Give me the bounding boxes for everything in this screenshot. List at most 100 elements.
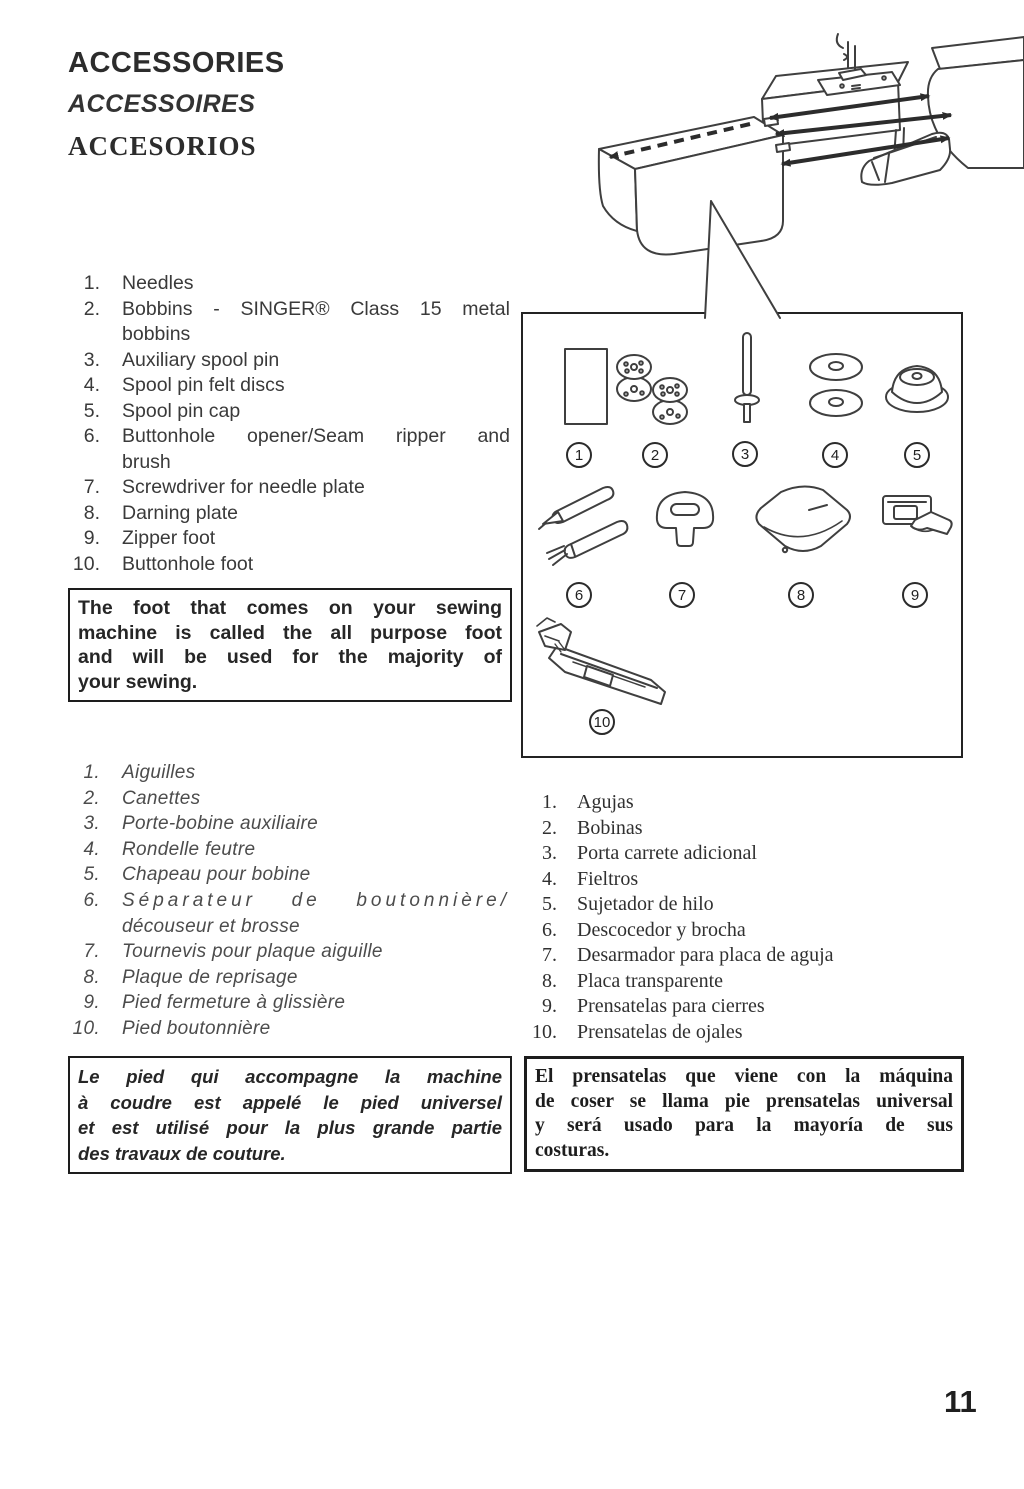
note-line: El prensatelas que viene con la máquina bbox=[535, 1066, 953, 1087]
item-number: 2. bbox=[83, 297, 100, 320]
diagram-label-text: 10 bbox=[593, 713, 611, 731]
list-item: 5. Spool pin cap bbox=[56, 399, 510, 425]
item-number: 7. bbox=[83, 476, 100, 498]
screwdriver-icon bbox=[655, 491, 715, 547]
item-number: 2. bbox=[542, 816, 557, 839]
item-text: Prensatelas de ojales bbox=[577, 1020, 743, 1043]
item-text: Plaque de reprisage bbox=[122, 966, 298, 988]
item-number: 3. bbox=[83, 813, 100, 835]
item-number: 5. bbox=[542, 893, 557, 915]
item-text: Placa transparente bbox=[577, 969, 724, 992]
diagram-label-10: 10 bbox=[589, 709, 615, 735]
item-text: Auxiliary spool pin bbox=[122, 348, 280, 371]
list-item: 6.Séparateur de boutonnière/découseur et… bbox=[56, 888, 510, 939]
item-number: 5. bbox=[83, 399, 100, 422]
item-number: 1. bbox=[542, 791, 557, 813]
note-line: machine is called the all purpose foot bbox=[78, 621, 502, 644]
diagram-label-3: 3 bbox=[732, 441, 758, 467]
item-text: Buttonhole foot bbox=[122, 552, 254, 575]
presser-foot bbox=[835, 33, 867, 81]
diagram-label-text: 3 bbox=[740, 445, 750, 463]
diagram-label-1: 1 bbox=[566, 442, 592, 468]
item-text: Spool pin felt discs bbox=[122, 374, 285, 396]
list-item: 10. Buttonhole foot bbox=[56, 552, 510, 578]
list-item: 2. Bobinas bbox=[515, 816, 965, 842]
item-text: Pied fermeture à glissière bbox=[122, 992, 346, 1014]
note-line: your sewing. bbox=[78, 670, 198, 693]
diagram-label-2: 2 bbox=[642, 442, 668, 468]
spanish-note-box: El prensatelas que viene con la máquina … bbox=[524, 1056, 964, 1172]
note-line: and will be used for the majority of bbox=[78, 646, 502, 668]
diagram-label-text: 6 bbox=[574, 586, 584, 604]
zipper-foot-icon bbox=[882, 495, 953, 535]
spanish-accessory-list: 1.Agujas 2.Bobinas 3.Porta carrete adici… bbox=[515, 790, 965, 1045]
list-item: 1.Aiguilles bbox=[56, 760, 510, 786]
diagram-label-text: 1 bbox=[574, 446, 584, 464]
list-item: 7. Tournevis pour plaque aiguille bbox=[56, 939, 510, 965]
item-text: Rondelle feutre bbox=[122, 838, 256, 860]
item-text: Zipper foot bbox=[122, 527, 216, 549]
note-line: costuras. bbox=[535, 1139, 610, 1161]
item-number: 7. bbox=[83, 941, 100, 963]
diagram-label-9: 9 bbox=[902, 582, 928, 608]
note-line: Le pied qui accompagne la machine bbox=[78, 1066, 502, 1087]
spool-pin-felt-discs-icon bbox=[809, 353, 863, 417]
item-number: 8. bbox=[83, 966, 100, 988]
item-number: 8. bbox=[83, 501, 100, 524]
list-item: 7.Desarmador para placa de aguja bbox=[515, 943, 965, 969]
item-number: 5. bbox=[83, 864, 100, 886]
item-text: Screwdriver for needle plate bbox=[122, 476, 365, 498]
item-number: 7. bbox=[542, 944, 557, 966]
seam-ripper-and-brush-icon bbox=[538, 486, 629, 566]
list-item: 4.Spool pin felt discs bbox=[56, 373, 510, 399]
item-text: Descocedor y brocha bbox=[577, 918, 746, 941]
item-text: Spool pin cap bbox=[122, 399, 241, 422]
title-block: ACCESSORIES ACCESSOIRES ACCESORIOS bbox=[68, 46, 285, 162]
list-item: 2.Canettes bbox=[56, 786, 510, 812]
item-text: Needles bbox=[122, 272, 194, 294]
list-item: 6.Descocedor y brocha bbox=[515, 918, 965, 944]
list-item: 7. Screwdriver for needle plate bbox=[56, 475, 510, 501]
item-number: 10. bbox=[72, 552, 100, 575]
diagram-label-text: 9 bbox=[910, 586, 920, 604]
item-text: Porte-bobine auxiliaire bbox=[122, 813, 318, 835]
item-text: Fieltros bbox=[577, 867, 639, 890]
item-number: 2. bbox=[83, 787, 100, 809]
item-text: Pied boutonnière bbox=[122, 1017, 271, 1039]
item-number: 6. bbox=[83, 425, 100, 447]
darning-plate-icon bbox=[755, 485, 851, 554]
english-note-box: The foot that comes on your sewing machi… bbox=[68, 588, 512, 702]
item-number: 10. bbox=[72, 1017, 100, 1039]
item-text: Bobinas bbox=[577, 816, 643, 839]
list-item: 4. Fieltros bbox=[515, 867, 965, 893]
item-number: 4. bbox=[542, 867, 557, 890]
page-number: 11 bbox=[944, 1384, 977, 1419]
item-number: 3. bbox=[542, 842, 557, 864]
list-item: 10. Pied boutonnière bbox=[56, 1016, 510, 1042]
item-text: Chapeau pour bobine bbox=[122, 864, 311, 886]
removal-direction-arrows bbox=[608, 93, 953, 167]
bobbins-icon bbox=[616, 354, 688, 425]
diagram-label-5: 5 bbox=[904, 442, 930, 468]
item-text: Prensatelas para cierres bbox=[577, 995, 765, 1017]
note-line: et est utilisé pour la plus grande parti… bbox=[78, 1117, 502, 1138]
item-number: 1. bbox=[83, 272, 100, 294]
list-item: 8. Plaque de reprisage bbox=[56, 965, 510, 991]
callout-wedge bbox=[704, 200, 781, 319]
list-item: 10. Prensatelas de ojales bbox=[515, 1020, 965, 1046]
item-text: Porta carrete adicional bbox=[577, 842, 757, 864]
item-number: 10. bbox=[532, 1020, 557, 1043]
diagram-label-text: 7 bbox=[677, 586, 687, 604]
sewing-machine-illustration bbox=[597, 33, 1024, 319]
machine-body bbox=[761, 33, 1024, 186]
item-number: 9. bbox=[83, 527, 100, 549]
diagram-label-text: 2 bbox=[650, 446, 660, 464]
diagram-label-8: 8 bbox=[788, 582, 814, 608]
item-text: Tournevis pour plaque aiguille bbox=[122, 941, 383, 963]
auxiliary-spool-pin-icon bbox=[734, 332, 760, 423]
buttonhole-foot-icon bbox=[536, 617, 666, 705]
